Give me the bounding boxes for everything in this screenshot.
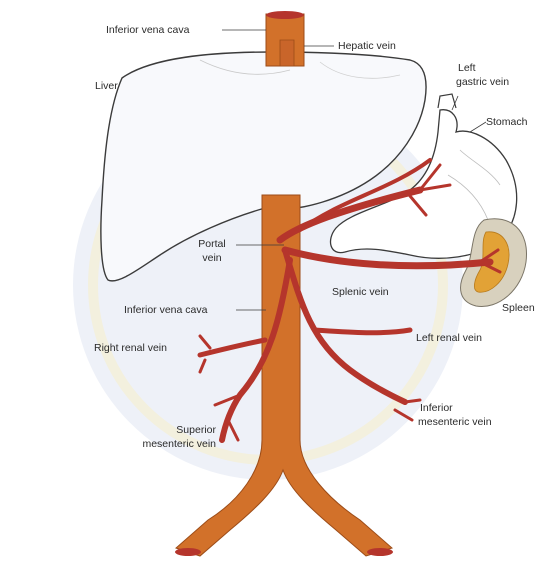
label-splenic-vein: Splenic vein [332, 286, 389, 298]
hepatic-vein [280, 40, 294, 66]
label-superior-mesenteric-1: Superior [120, 424, 216, 436]
label-left-gastric-1: Left [458, 62, 476, 74]
label-ivc-top: Inferior vena cava [106, 24, 189, 36]
label-portal-2: vein [190, 252, 234, 264]
label-inferior-mesenteric-1: Inferior [420, 402, 453, 414]
label-portal-1: Portal [190, 238, 234, 250]
label-right-renal: Right renal vein [94, 342, 167, 354]
label-left-gastric-2: gastric vein [456, 76, 509, 88]
label-liver: Liver [95, 80, 118, 92]
label-hepatic-vein: Hepatic vein [338, 40, 396, 52]
label-ivc-mid: Inferior vena cava [124, 304, 207, 316]
label-spleen: Spleen [502, 302, 535, 314]
label-inferior-mesenteric-2: mesenteric vein [418, 416, 492, 428]
label-left-renal: Left renal vein [416, 332, 482, 344]
label-stomach: Stomach [486, 116, 527, 128]
label-superior-mesenteric-2: mesenteric vein [104, 438, 216, 450]
